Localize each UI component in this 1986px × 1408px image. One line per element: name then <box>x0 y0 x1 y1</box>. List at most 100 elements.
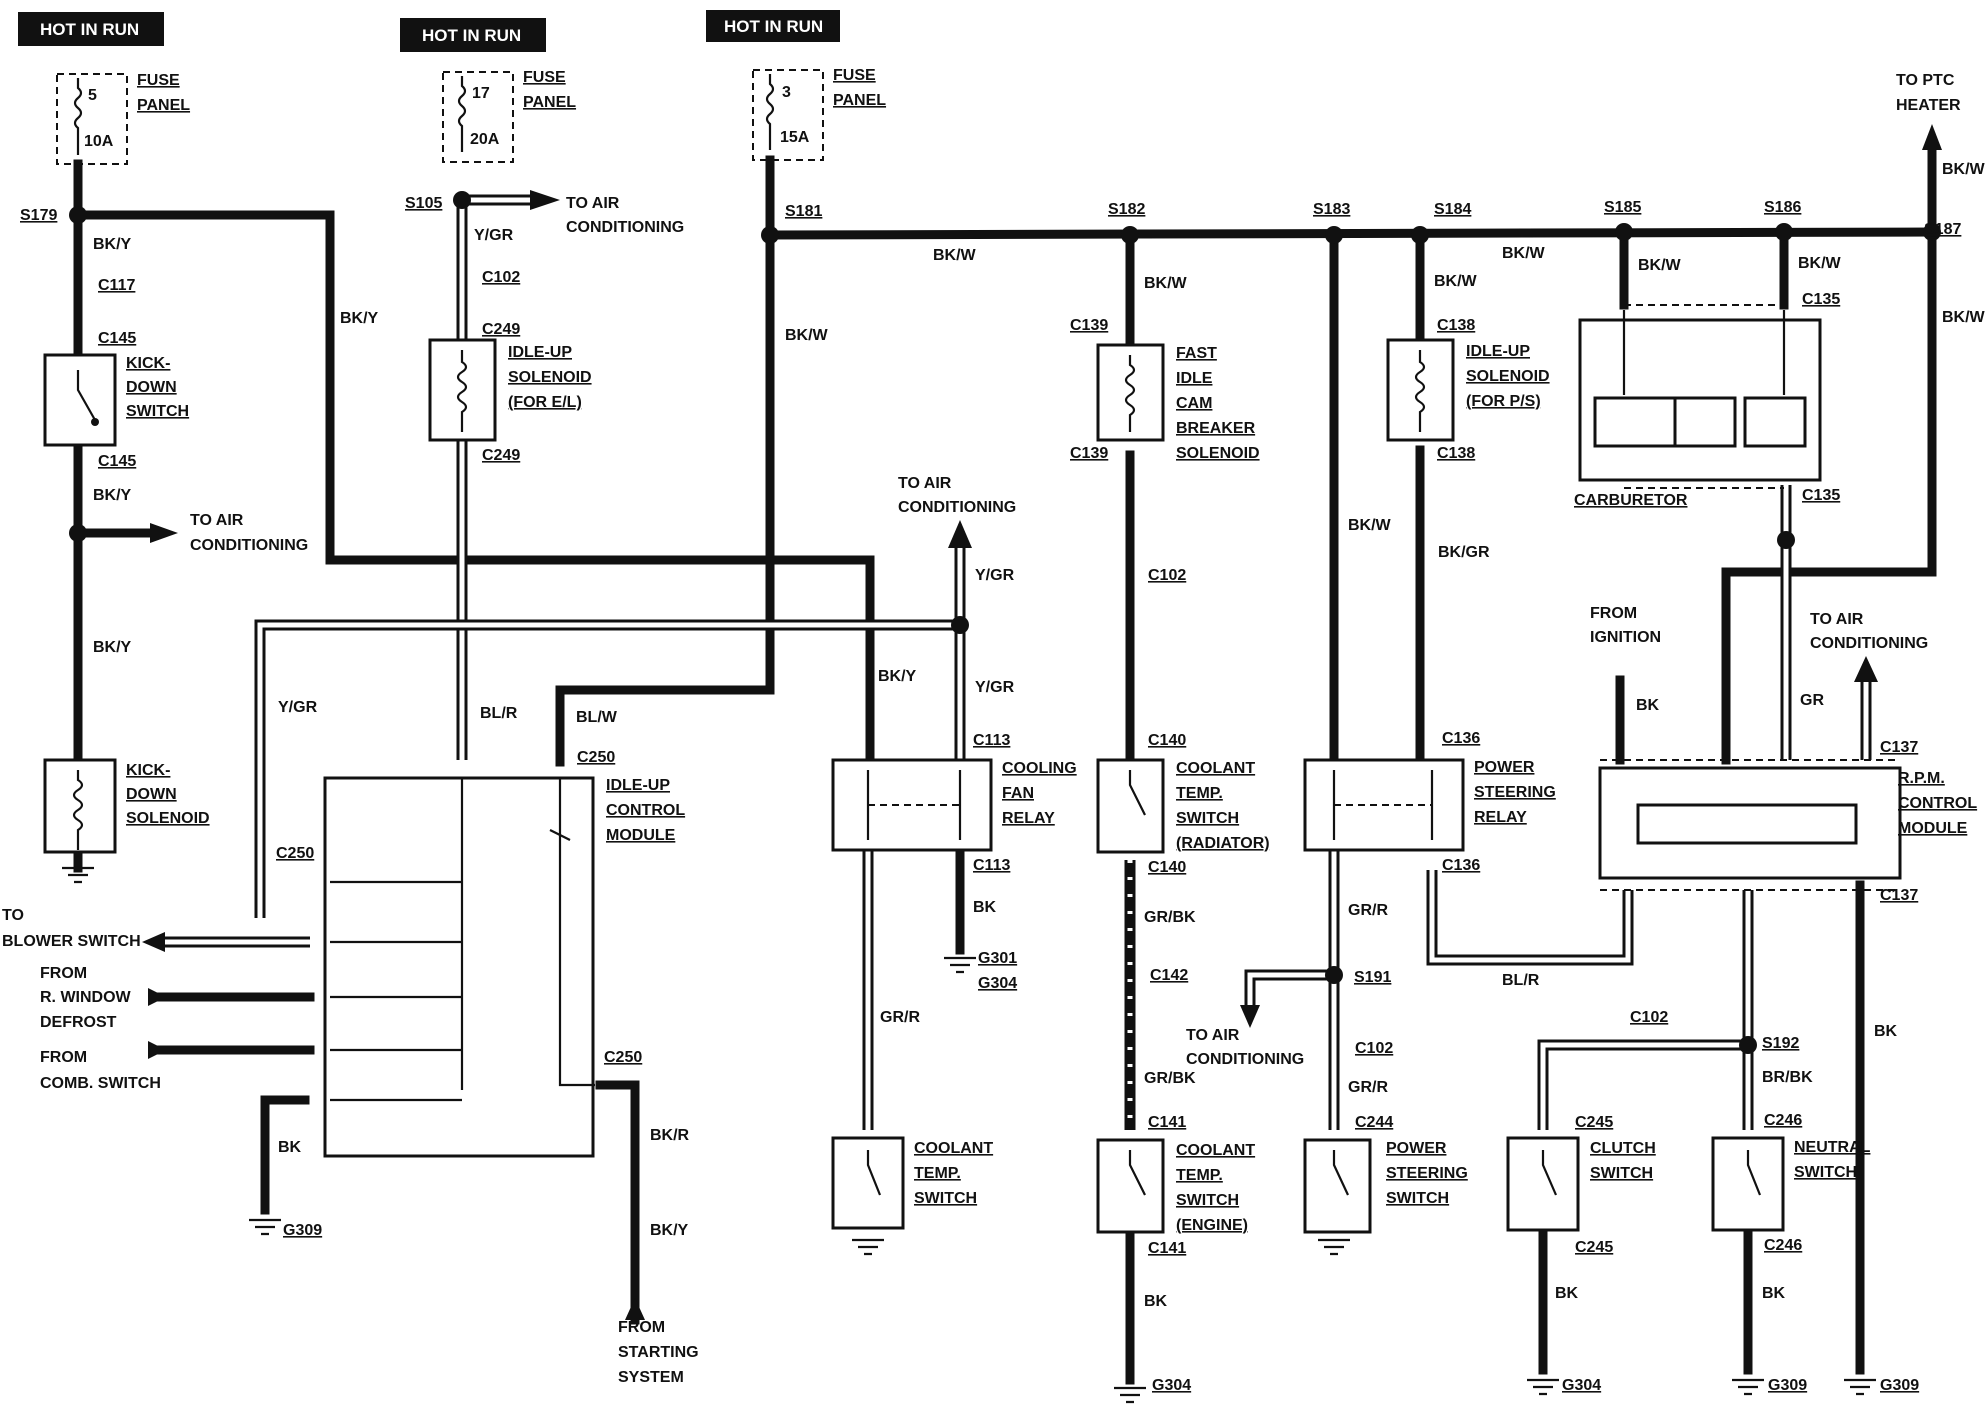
svg-text:G309: G309 <box>1880 1377 1919 1394</box>
svg-text:BK: BK <box>1762 1285 1786 1302</box>
svg-text:STEERING: STEERING <box>1474 784 1556 801</box>
svg-text:IDLE: IDLE <box>1176 370 1213 387</box>
idle-up-control-module <box>323 776 595 1158</box>
svg-text:FUSE: FUSE <box>137 72 180 89</box>
splice-nodes <box>69 191 1941 1054</box>
svg-text:MODULE: MODULE <box>606 827 676 844</box>
svg-text:BL/R: BL/R <box>1502 972 1540 989</box>
svg-text:CONDITIONING: CONDITIONING <box>190 537 308 554</box>
svg-text:SYSTEM: SYSTEM <box>618 1369 684 1386</box>
svg-text:S184: S184 <box>1434 201 1471 218</box>
svg-text:(ENGINE): (ENGINE) <box>1176 1217 1248 1234</box>
svg-text:10A: 10A <box>84 133 114 150</box>
svg-text:Y/GR: Y/GR <box>474 227 514 244</box>
svg-text:GR/R: GR/R <box>1348 902 1388 919</box>
svg-text:STEERING: STEERING <box>1386 1165 1468 1182</box>
svg-text:DEFROST: DEFROST <box>40 1014 117 1031</box>
svg-text:FROM: FROM <box>40 965 87 982</box>
svg-text:C113: C113 <box>973 857 1010 874</box>
svg-text:BK/W: BK/W <box>1942 309 1986 326</box>
idle-up-solenoid-el <box>428 338 497 442</box>
cooling-fan-relay <box>831 758 993 852</box>
svg-text:BK/GR: BK/GR <box>1438 544 1490 561</box>
svg-text:BK/Y: BK/Y <box>340 310 379 327</box>
hot-in-run-banner-3: HOT IN RUN <box>706 10 840 42</box>
svg-text:TO AIR: TO AIR <box>566 195 620 212</box>
svg-text:C249: C249 <box>482 321 520 338</box>
power-steering-relay <box>1303 758 1465 852</box>
splice-s179 <box>69 206 87 224</box>
svg-text:G304: G304 <box>1152 1377 1191 1394</box>
svg-text:COOLANT: COOLANT <box>1176 760 1255 777</box>
destination-labels: TO AIR CONDITIONING TO AIR CONDITIONING … <box>2 72 1961 1386</box>
fast-idle-cam-breaker-solenoid <box>1096 343 1165 442</box>
svg-text:BK/W: BK/W <box>1638 257 1682 274</box>
svg-text:SWITCH: SWITCH <box>1176 810 1239 827</box>
svg-text:BK/W: BK/W <box>1144 275 1188 292</box>
svg-text:SWITCH: SWITCH <box>1590 1165 1653 1182</box>
fuse-panel-3: 3 15A FUSE PANEL <box>752 67 886 161</box>
svg-text:C117: C117 <box>98 277 135 294</box>
svg-text:C135: C135 <box>1802 487 1840 504</box>
svg-text:PANEL: PANEL <box>137 97 190 114</box>
svg-text:C250: C250 <box>604 1049 642 1066</box>
neutral-switch <box>1711 1136 1785 1232</box>
svg-text:HOT IN RUN: HOT IN RUN <box>422 26 521 45</box>
svg-text:STARTING: STARTING <box>618 1344 699 1361</box>
svg-text:POWER: POWER <box>1474 759 1535 776</box>
svg-text:CONDITIONING: CONDITIONING <box>1186 1051 1304 1068</box>
svg-text:FUSE: FUSE <box>833 67 876 84</box>
svg-text:G309: G309 <box>1768 1377 1807 1394</box>
svg-text:FROM: FROM <box>40 1049 87 1066</box>
svg-text:SOLENOID: SOLENOID <box>1176 445 1260 462</box>
svg-text:C250: C250 <box>577 749 615 766</box>
svg-text:CONDITIONING: CONDITIONING <box>1810 635 1928 652</box>
rpm-control-module <box>1598 759 1902 891</box>
arrows <box>142 124 1942 1320</box>
svg-text:DOWN: DOWN <box>126 379 177 396</box>
svg-text:C139: C139 <box>1070 445 1108 462</box>
svg-text:C137: C137 <box>1880 739 1918 756</box>
svg-text:HOT IN RUN: HOT IN RUN <box>40 20 139 39</box>
svg-text:BK: BK <box>973 899 997 916</box>
svg-text:17: 17 <box>472 85 490 102</box>
svg-text:S185: S185 <box>1604 199 1641 216</box>
coolant-temp-switch-radiator <box>1096 758 1165 854</box>
svg-text:FROM: FROM <box>618 1319 665 1336</box>
svg-text:C136: C136 <box>1442 730 1480 747</box>
svg-text:SWITCH: SWITCH <box>1176 1192 1239 1209</box>
svg-text:S105: S105 <box>405 195 442 212</box>
svg-text:CLUTCH: CLUTCH <box>1590 1140 1656 1157</box>
svg-text:FAN: FAN <box>1002 785 1034 802</box>
splice-labels: S179 S105 S181 S182 S183 S184 S185 S186 … <box>20 195 1961 1052</box>
svg-text:C141: C141 <box>1148 1240 1186 1257</box>
svg-text:C137: C137 <box>1880 887 1918 904</box>
svg-text:C135: C135 <box>1802 291 1840 308</box>
svg-text:COOLANT: COOLANT <box>914 1140 993 1157</box>
svg-text:IDLE-UP: IDLE-UP <box>508 344 572 361</box>
svg-text:15A: 15A <box>780 129 810 146</box>
svg-text:S183: S183 <box>1313 201 1350 218</box>
component-labels: KICK- DOWN SWITCH KICK- DOWN SOLENOID ID… <box>126 343 1977 1234</box>
svg-text:GR/R: GR/R <box>880 1009 920 1026</box>
svg-text:RELAY: RELAY <box>1474 809 1527 826</box>
svg-text:BL/W: BL/W <box>576 709 618 726</box>
svg-text:SWITCH: SWITCH <box>1794 1164 1857 1181</box>
svg-text:HEATER: HEATER <box>1896 97 1961 114</box>
svg-text:C145: C145 <box>98 330 136 347</box>
idle-up-solenoid-ps <box>1386 338 1455 442</box>
svg-text:GR: GR <box>1800 692 1824 709</box>
svg-text:3: 3 <box>782 84 791 101</box>
svg-text:5: 5 <box>88 87 97 104</box>
hot-in-run-banner-2: HOT IN RUN <box>400 18 546 52</box>
svg-text:BK: BK <box>1144 1293 1168 1310</box>
svg-text:G309: G309 <box>283 1222 322 1239</box>
svg-text:BK/R: BK/R <box>650 1127 690 1144</box>
svg-text:R.P.M.: R.P.M. <box>1898 770 1945 787</box>
kickdown-solenoid <box>43 758 117 854</box>
svg-text:C141: C141 <box>1148 1114 1186 1131</box>
svg-text:TEMP.: TEMP. <box>1176 785 1223 802</box>
svg-text:COOLING: COOLING <box>1002 760 1077 777</box>
svg-text:S182: S182 <box>1108 201 1145 218</box>
